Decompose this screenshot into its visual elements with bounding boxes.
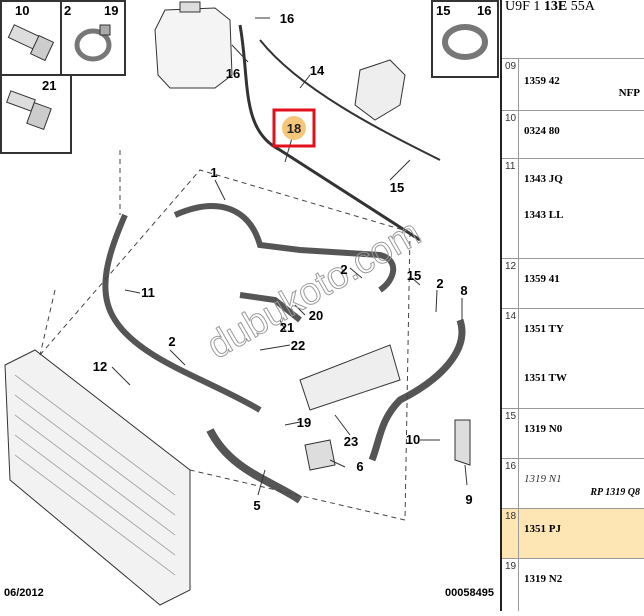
part-row-19[interactable]: 19 1319 N2 (502, 558, 644, 611)
part-row-16[interactable]: 16 1319 N1 RP 1319 Q8 (502, 458, 644, 508)
inset-label-10: 10 (15, 3, 29, 18)
part-row-09[interactable]: 09 1359 42 NFP (502, 58, 644, 110)
hose-5 (206, 428, 303, 504)
header-suffix: 55A (567, 0, 595, 14)
callout-18-marker (282, 116, 306, 140)
inset-box-bolt-21 (0, 74, 72, 154)
inset-box-clamp-15-16 (431, 0, 499, 78)
inset-label-2: 2 (64, 3, 71, 18)
callout-6[interactable]: 6 (356, 459, 363, 474)
diagram-ref: 00058495 (445, 587, 494, 599)
clamp-icon (74, 24, 112, 62)
callout-14[interactable]: 14 (310, 63, 325, 78)
callout-10[interactable]: 10 (406, 432, 420, 447)
row-index: 15 (502, 409, 519, 458)
header-bold: 13E (543, 0, 568, 14)
callout-9[interactable]: 9 (465, 492, 472, 507)
callout-20[interactable]: 20 (309, 308, 323, 323)
parts-diagram: dubukoto.com 10 2 19 21 15 16 18 16 16 1… (0, 0, 499, 606)
row-index: 12 (502, 259, 519, 308)
callout-12[interactable]: 12 (93, 359, 107, 374)
thermostat-housing (354, 59, 406, 121)
row-index: 11 (502, 159, 519, 258)
egr-cooler (299, 344, 401, 411)
parts-list-panel: U9F 1 13E 55A 09 1359 42 NFP 10 0324 80 … (500, 0, 644, 611)
callout-15b[interactable]: 15 (407, 268, 421, 283)
watermark-text: dubukoto.com (200, 212, 428, 368)
callout-19[interactable]: 19 (297, 415, 311, 430)
diagram-date: 06/2012 (4, 587, 44, 599)
callout-2a[interactable]: 2 (340, 262, 347, 277)
part-number: 1351 PJ (524, 523, 561, 535)
bolt-icon (7, 24, 55, 62)
hose-clamp-icon (442, 24, 488, 60)
panel-header: U9F 1 13E 55A (502, 0, 644, 14)
part-row-10[interactable]: 10 0324 80 (502, 110, 644, 158)
row-index: 18 (502, 509, 519, 558)
row-index: 14 (502, 309, 519, 408)
callout-23[interactable]: 23 (344, 434, 358, 449)
part-note: RP 1319 Q8 (590, 487, 640, 498)
callout-18-highlight-box (272, 108, 316, 148)
part-number: 1359 42 (524, 75, 560, 87)
callout-5[interactable]: 5 (253, 498, 260, 513)
part-number: 1351 TW (524, 372, 567, 384)
callout-2c[interactable]: 2 (168, 334, 175, 349)
part-number: 1319 N2 (524, 573, 563, 585)
part-number: 1319 N1 (524, 473, 562, 485)
part-row-11[interactable]: 11 1343 JQ 1343 LL (502, 158, 644, 258)
header-prefix: U9F 1 (505, 0, 544, 14)
part-row-14[interactable]: 14 1351 TY 1351 TW (502, 308, 644, 408)
callout-2b[interactable]: 2 (436, 276, 443, 291)
hose-14 (238, 24, 421, 242)
row-index: 10 (502, 111, 519, 158)
part-number: 1351 TY (524, 323, 564, 335)
hose-20 (239, 292, 302, 323)
inset-label-15: 15 (436, 3, 450, 18)
callout-1[interactable]: 1 (210, 165, 217, 180)
part-number: 1319 N0 (524, 423, 563, 435)
callout-16b[interactable]: 16 (226, 66, 240, 81)
inset-label-19: 19 (104, 3, 118, 18)
inset-box-clamp (60, 0, 126, 76)
callout-18-label[interactable]: 18 (287, 121, 301, 136)
part-row-15[interactable]: 15 1319 N0 (502, 408, 644, 458)
row-index: 16 (502, 459, 519, 508)
row-index: 09 (502, 59, 519, 110)
part-number: 1343 JQ (524, 173, 563, 185)
callout-22[interactable]: 22 (291, 338, 305, 353)
hose-8 (368, 318, 466, 462)
callout-21[interactable]: 21 (280, 320, 294, 335)
callout-15a[interactable]: 15 (390, 180, 404, 195)
callout-11[interactable]: 11 (141, 285, 155, 300)
part-number: 1343 LL (524, 209, 564, 221)
part-note: NFP (618, 87, 640, 99)
diagram-canvas: dubukoto.com 10 2 19 21 15 16 18 16 16 1… (0, 0, 499, 606)
row-index: 19 (502, 559, 519, 611)
inset-label-21: 21 (42, 78, 56, 93)
bolt-21-icon (6, 90, 52, 131)
callout-16a[interactable]: 16 (280, 11, 294, 26)
inset-label-16: 16 (477, 3, 491, 18)
part-number: 1359 41 (524, 273, 560, 285)
expansion-tank (154, 7, 233, 89)
bracket-6 (304, 439, 336, 471)
hose-11 (102, 213, 262, 413)
callout-8[interactable]: 8 (460, 283, 467, 298)
hose-1 (173, 203, 397, 293)
part-number: 0324 80 (524, 125, 560, 137)
part-row-18[interactable]: 18 1351 PJ (502, 508, 644, 558)
bracket-9 (454, 419, 471, 466)
part-row-12[interactable]: 12 1359 41 (502, 258, 644, 308)
